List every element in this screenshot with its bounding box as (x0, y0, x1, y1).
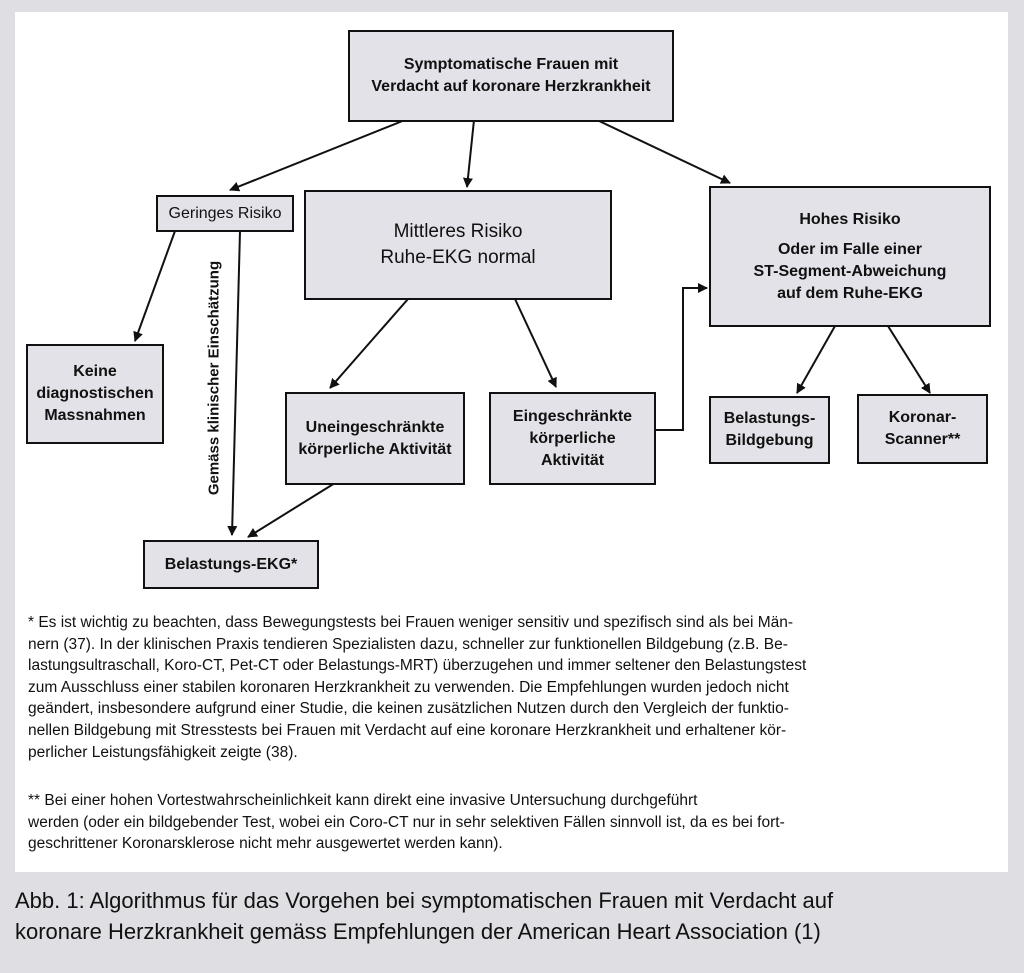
arrow-medium-to-unrestricted (329, 298, 409, 389)
node-line: Oder im Falle einer (777, 240, 923, 258)
node-line: Uneingeschränkte (305, 418, 445, 436)
node-line: diagnostischen (36, 385, 154, 402)
node-line: Ruhe-EKG normal (380, 247, 536, 268)
node-line: Aktivität (540, 451, 605, 469)
footnote-line: werden (oder ein bildgebender Test, wobe… (28, 813, 785, 831)
footnote-line: perlicher Leistungsfähigkeit zeigte (38)… (28, 743, 298, 761)
arrow-symptomatic-to-high (596, 119, 731, 184)
arrow-low-to-stress-ecg (227, 230, 241, 536)
node-line: körperliche (529, 429, 616, 447)
arrow-symptomatic-to-low (229, 119, 406, 192)
node-no-measures: Keine diagnostischen Massnahmen (26, 344, 164, 444)
arrow-restricted-to-high (655, 283, 708, 431)
footnote-line: nern (37). In der klinischen Praxis tend… (28, 635, 788, 653)
figure-caption: Abb. 1: Algorithmus für das Vorgehen bei… (15, 885, 1015, 947)
node-symptomatic: Symptomatische Frauen mit Verdacht auf k… (348, 30, 674, 122)
footnote-2: ** Bei einer hohen Vortestwahrscheinlich… (28, 790, 963, 855)
footnote-line: zum Ausschluss einer stabilen koronaren … (28, 678, 789, 696)
node-line: Geringes Risiko (168, 204, 282, 222)
node-line: Belastungs- (723, 410, 816, 427)
node-line: Massnahmen (44, 407, 146, 424)
node-medium-risk: Mittleres Risiko Ruhe-EKG normal (304, 190, 612, 300)
node-stress-imaging: Belastungs- Bildgebung (709, 396, 830, 464)
node-line: Eingeschränkte (512, 407, 633, 425)
arrow-unrestricted-to-stress-ecg (247, 482, 336, 538)
edge-label-text: Gemäss klinischer Einschätzung (205, 260, 223, 496)
node-stress-ecg: Belastungs-EKG* (143, 540, 319, 589)
arrow-symptomatic-to-medium (462, 119, 475, 188)
node-high-risk: Hohes Risiko Oder im Falle einer ST-Segm… (709, 186, 991, 327)
footnote-1: * Es ist wichtig zu beachten, dass Beweg… (28, 612, 963, 763)
node-line: Hohes Risiko (799, 210, 901, 228)
arrow-high-to-stress-imaging (796, 325, 836, 394)
footnote-line: ** Bei einer hohen Vortestwahrscheinlich… (28, 792, 698, 809)
node-line: auf dem Ruhe-EKG (777, 284, 923, 302)
caption-line: Abb. 1: Algorithmus für das Vorgehen bei… (15, 888, 834, 913)
node-line: Belastungs-EKG* (164, 555, 298, 573)
footnote-line: nellen Bildgebung mit Stresstests bei Fr… (28, 721, 787, 739)
footnote-line: lastungsultraschall, Koro-CT, Pet-CT ode… (28, 657, 807, 675)
node-line: ST-Segment-Abweichung (753, 262, 947, 280)
node-line: Scanner** (884, 431, 961, 448)
node-restricted: Eingeschränkte körperliche Aktivität (489, 392, 656, 485)
node-line: körperliche Aktivität (298, 440, 452, 458)
footnote-line: geschrittener Koronarsklerose nicht mehr… (28, 835, 503, 853)
footnote-line: geändert, insbesondere aufgrund einer St… (28, 700, 789, 718)
node-line: Bildgebung (725, 432, 814, 449)
node-line: Verdacht auf koronare Herzkrankheit (371, 78, 651, 95)
caption-line: koronare Herzkrankheit gemäss Empfehlung… (15, 919, 821, 944)
node-coronary-scanner: Koronar- Scanner** (857, 394, 988, 464)
node-line: Symptomatische Frauen mit (403, 56, 619, 73)
arrow-low-to-no-measures (133, 230, 176, 342)
node-line: Mittleres Risiko (393, 221, 523, 242)
node-line: Keine (73, 363, 117, 380)
node-line: Koronar- (888, 409, 957, 426)
node-low-risk: Geringes Risiko (156, 195, 294, 232)
footnote-line: * Es ist wichtig zu beachten, dass Beweg… (28, 614, 794, 631)
arrow-medium-to-restricted (514, 298, 557, 388)
node-unrestricted: Uneingeschränkte körperliche Aktivität (285, 392, 465, 485)
arrow-high-to-coronary-scanner (887, 325, 931, 394)
